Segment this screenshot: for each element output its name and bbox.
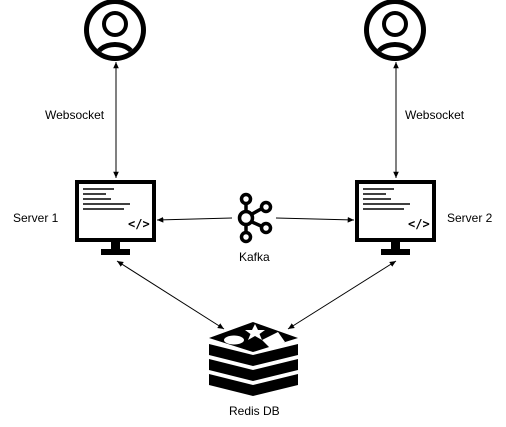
monitor-code-icon: </> (75, 180, 156, 255)
redis-label: Redis DB (229, 404, 280, 418)
edge-kafka-server1 (156, 217, 233, 223)
websocket-label: Websocket (405, 108, 465, 122)
kafka-icon (237, 192, 273, 244)
edge-kafka-server2 (275, 217, 355, 223)
kafka-label: Kafka (239, 250, 270, 264)
edge-server2-redis (287, 260, 397, 330)
server-label: Server 2 (447, 211, 493, 225)
edge-server1-redis (116, 260, 225, 330)
server-label: Server 1 (13, 211, 59, 225)
svg-text:</>: </> (128, 217, 150, 231)
user-icon (364, 0, 426, 61)
svg-text:</>: </> (408, 217, 430, 231)
websocket-label: Websocket (45, 108, 105, 122)
monitor-code-icon: </> (355, 180, 436, 255)
user-icon (84, 0, 146, 61)
redis-icon (209, 322, 298, 396)
